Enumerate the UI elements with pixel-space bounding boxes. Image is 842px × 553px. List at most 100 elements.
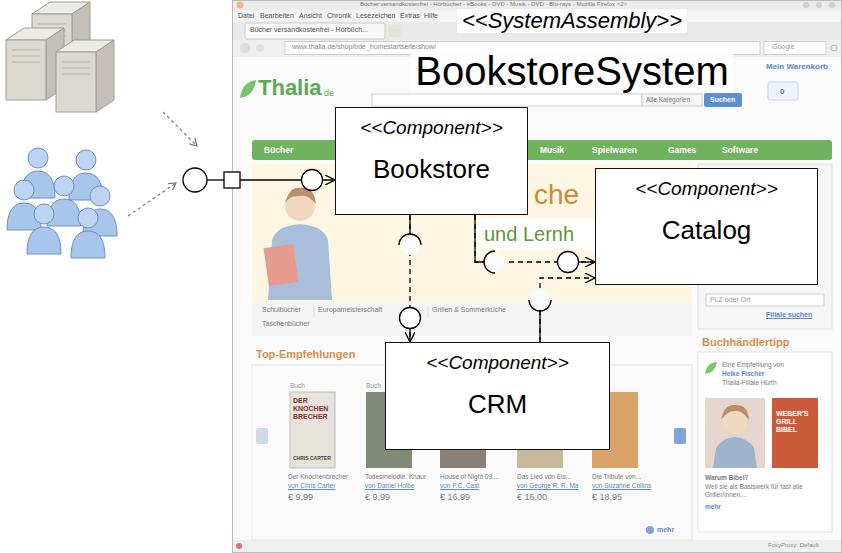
illustration bbox=[62, 68, 90, 69]
illustration bbox=[12, 50, 40, 51]
illustration bbox=[90, 186, 110, 206]
status-text: FoxyProxy: Default bbox=[768, 542, 819, 549]
illustration bbox=[168, 183, 176, 190]
illustration bbox=[128, 183, 176, 216]
browser-screenshot bbox=[232, 0, 842, 553]
book-author: von Daniel Holbe bbox=[365, 482, 415, 490]
illustration bbox=[372, 94, 642, 106]
search-placeholder: Google bbox=[772, 43, 795, 51]
illustration bbox=[189, 138, 197, 146]
illustration bbox=[704, 93, 742, 107]
menu-item: Chronik bbox=[327, 12, 351, 20]
logo-suffix: de bbox=[324, 88, 334, 99]
logo-text: Thalia bbox=[258, 75, 322, 101]
browser-tab: Bücher versandkostenfrei - Hörbüch... bbox=[250, 26, 368, 34]
store-link: Filiale suchen bbox=[766, 311, 812, 319]
provided-interface bbox=[558, 252, 579, 273]
illustration bbox=[705, 362, 717, 374]
illustration bbox=[829, 2, 835, 8]
provided-interface bbox=[302, 170, 323, 191]
interface-stem bbox=[207, 179, 224, 180]
component-stereotype: <<Component>> bbox=[635, 179, 778, 200]
recommender-store: Thalia-Filiale Hürth bbox=[722, 379, 777, 387]
nav-item: Software bbox=[722, 145, 758, 155]
banner-text: che bbox=[534, 178, 579, 212]
more-link: mehr bbox=[657, 526, 674, 534]
teaser-text: Weil sie als Basiswerk für fast alle Gri… bbox=[705, 483, 823, 499]
illustration bbox=[476, 218, 606, 250]
assembly-name: BookstoreSystem bbox=[410, 51, 733, 91]
illustration bbox=[14, 180, 34, 200]
provided-interface bbox=[400, 308, 421, 329]
book-author: von George R. R. Ma bbox=[517, 482, 578, 490]
banner-text: und Lernh bbox=[484, 222, 574, 246]
book-price: € 9,99 bbox=[365, 492, 390, 503]
illustration bbox=[38, 24, 66, 25]
assembly-stereotype: <<SystemAssembly>> bbox=[457, 9, 687, 33]
section-heading: Top-Empfehlungen bbox=[256, 348, 355, 361]
illustration bbox=[12, 56, 40, 57]
menu-item: Bearbeiten bbox=[260, 12, 294, 20]
book-price: € 16,00 bbox=[517, 492, 547, 503]
input-placeholder: PLZ oder Ort bbox=[710, 296, 750, 304]
interface-stem bbox=[578, 261, 595, 262]
illustration bbox=[240, 80, 256, 98]
system-assembly: <<SystemAssembly>> BookstoreSystem <<Compo… bbox=[232, 0, 842, 553]
menu-item: Hilfe bbox=[424, 12, 438, 20]
illustration bbox=[78, 208, 98, 228]
dropdown-text: Alle Kategorien bbox=[646, 96, 690, 104]
component-stereotype: <<Component>> bbox=[360, 118, 503, 139]
illustration bbox=[428, 305, 429, 317]
illustration bbox=[6, 40, 46, 100]
illustration bbox=[706, 294, 824, 306]
illustration bbox=[803, 2, 809, 8]
component-box: <<Component>>Catalog bbox=[595, 168, 818, 285]
interface-stem bbox=[409, 328, 410, 342]
illustration bbox=[698, 352, 832, 532]
illustration bbox=[245, 23, 385, 39]
people-icon bbox=[7, 148, 117, 258]
illustration bbox=[252, 365, 692, 540]
port-square bbox=[224, 172, 240, 188]
illustration bbox=[62, 62, 90, 63]
server-icon bbox=[6, 2, 114, 112]
dependency-arrow bbox=[128, 112, 197, 216]
socket-mask bbox=[485, 252, 505, 272]
window-title: Bücher versandkostenfrei - Hörbücher - e… bbox=[360, 1, 627, 8]
illustration bbox=[71, 231, 105, 258]
illustration bbox=[28, 148, 48, 168]
illustration bbox=[232, 0, 842, 553]
provided-interface bbox=[183, 168, 207, 192]
cover-title: WEBER'S GRILL BIBEL bbox=[776, 410, 816, 434]
product-type: Buch bbox=[366, 382, 381, 390]
illustration bbox=[240, 43, 250, 53]
nav-item: Bücher bbox=[264, 145, 293, 155]
book-title: Todesmelodie. Knaur bbox=[365, 473, 426, 481]
menu-item: Lesezeichen bbox=[356, 12, 395, 20]
category-tab: Taschenbücher bbox=[262, 320, 309, 328]
socket-mask bbox=[530, 290, 550, 310]
illustration bbox=[674, 428, 686, 444]
illustration bbox=[252, 302, 692, 336]
illustration bbox=[256, 44, 264, 52]
illustration bbox=[290, 392, 335, 468]
illustration bbox=[12, 62, 40, 63]
illustration bbox=[56, 52, 96, 112]
illustration bbox=[389, 25, 401, 37]
book-author: von P.C. Cast bbox=[440, 482, 479, 490]
component-name: Bookstore bbox=[373, 155, 490, 184]
connector bbox=[540, 278, 595, 342]
illustration bbox=[256, 428, 268, 444]
illustration bbox=[768, 82, 798, 100]
category-tab: Grillen & Sommerküche bbox=[432, 306, 506, 314]
component-stereotype: <<Component>> bbox=[426, 353, 569, 374]
menu-item: Ansicht bbox=[299, 12, 322, 20]
book-price: € 9,99 bbox=[288, 492, 313, 503]
nav-item: Games bbox=[668, 145, 696, 155]
illustration bbox=[62, 74, 90, 75]
illustration bbox=[314, 305, 315, 317]
menu-item: Datei bbox=[238, 12, 254, 20]
component-box: <<Component>>CRM bbox=[385, 342, 610, 450]
recommender-name: Heike Fischer bbox=[722, 370, 764, 378]
illustration bbox=[236, 543, 242, 549]
